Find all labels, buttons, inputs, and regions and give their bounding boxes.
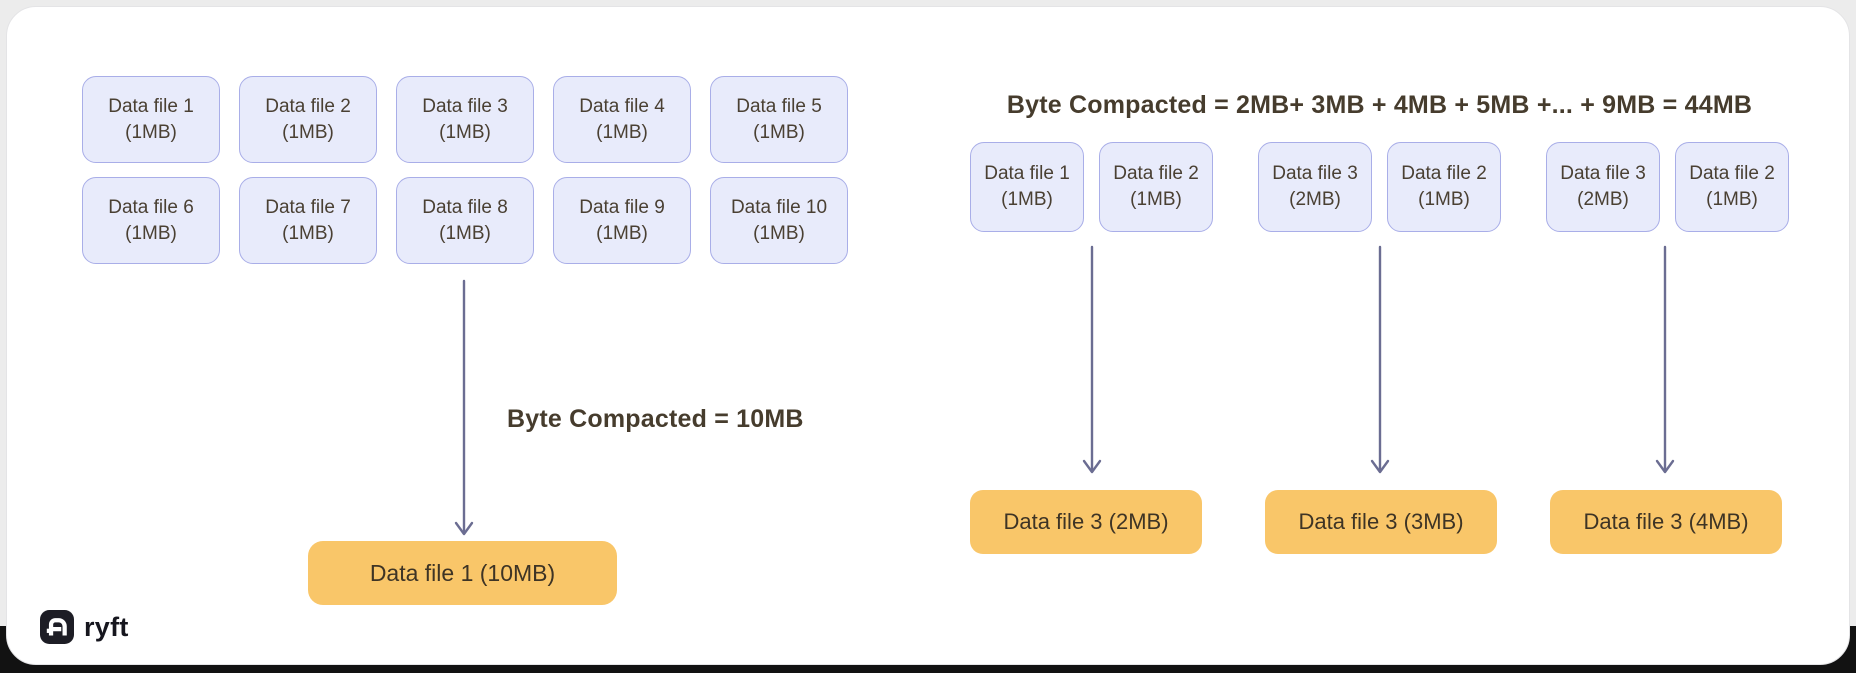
diagram-card: Data file 1 (1MB) Data file 2 (1MB) Data… — [6, 6, 1850, 665]
down-arrow-icon — [454, 279, 474, 536]
file-name: Data file 3 — [1272, 163, 1358, 184]
file-name: Data file 2 — [1113, 163, 1199, 184]
pair-3: Data file 3 (2MB) Data file 2 (1MB) — [1546, 142, 1789, 232]
down-arrow-icon — [1655, 245, 1675, 474]
file-name: Data file 2 — [265, 95, 351, 117]
right-pairs-row: Data file 1 (1MB) Data file 2 (1MB) Data… — [970, 142, 1789, 232]
file-size: (1MB) — [125, 121, 177, 143]
file-box-4: Data file 4 (1MB) — [553, 76, 691, 163]
pair-1: Data file 1 (1MB) Data file 2 (1MB) — [970, 142, 1213, 232]
file-size: (1MB) — [1130, 189, 1182, 210]
file-name: Data file 9 — [579, 196, 665, 218]
pair-2-box-2: Data file 2 (1MB) — [1387, 142, 1501, 232]
file-name: Data file 4 — [579, 95, 665, 117]
file-size: (1MB) — [596, 222, 648, 244]
file-size: (1MB) — [596, 121, 648, 143]
left-compaction-label: Byte Compacted = 10MB — [507, 405, 804, 433]
file-name: Data file 10 — [730, 196, 828, 218]
file-size: (2MB) — [1289, 189, 1341, 210]
pair-2: Data file 3 (2MB) Data file 2 (1MB) — [1258, 142, 1501, 232]
pair-1-box-2: Data file 2 (1MB) — [1099, 142, 1213, 232]
file-name: Data file 8 — [422, 196, 508, 218]
file-size: (1MB) — [1418, 189, 1470, 210]
file-box-9: Data file 9 (1MB) — [553, 177, 691, 264]
file-size: (2MB) — [1577, 189, 1629, 210]
file-size: (1MB) — [1706, 189, 1758, 210]
left-result-box: Data file 1 (10MB) — [308, 541, 617, 605]
left-file-grid: Data file 1 (1MB) Data file 2 (1MB) Data… — [82, 76, 848, 264]
right-result-box-2: Data file 3 (3MB) — [1265, 490, 1497, 554]
file-name: Data file 1 — [108, 95, 194, 117]
right-result-box-1: Data file 3 (2MB) — [970, 490, 1202, 554]
file-name: Data file 2 — [1401, 163, 1487, 184]
file-size: (1MB) — [125, 222, 177, 244]
file-name: Data file 3 — [422, 95, 508, 117]
pair-3-box-1: Data file 3 (2MB) — [1546, 142, 1660, 232]
right-result-box-3: Data file 3 (4MB) — [1550, 490, 1782, 554]
file-name: Data file 5 — [736, 95, 822, 117]
file-box-5: Data file 5 (1MB) — [710, 76, 848, 163]
down-arrow-icon — [1082, 245, 1102, 474]
file-box-3: Data file 3 (1MB) — [396, 76, 534, 163]
file-box-10: Data file 10 (1MB) — [710, 177, 848, 264]
pair-3-box-2: Data file 2 (1MB) — [1675, 142, 1789, 232]
file-box-8: Data file 8 (1MB) — [396, 177, 534, 264]
file-size: (1MB) — [1001, 189, 1053, 210]
file-name: Data file 3 — [1560, 163, 1646, 184]
pair-1-box-1: Data file 1 (1MB) — [970, 142, 1084, 232]
brand-name: ryft — [84, 611, 129, 642]
file-size: (1MB) — [753, 222, 805, 244]
down-arrow-icon — [1370, 245, 1390, 474]
brand-logo: ryft — [40, 610, 129, 644]
file-name: Data file 6 — [108, 196, 194, 218]
file-size: (1MB) — [439, 222, 491, 244]
file-box-6: Data file 6 (1MB) — [82, 177, 220, 264]
file-size: (1MB) — [282, 222, 334, 244]
file-size: (1MB) — [753, 121, 805, 143]
file-name: Data file 2 — [1689, 163, 1775, 184]
file-name: Data file 7 — [265, 196, 351, 218]
file-box-2: Data file 2 (1MB) — [239, 76, 377, 163]
ryft-logo-icon — [40, 610, 74, 644]
file-name: Data file 1 — [984, 163, 1070, 184]
right-compaction-title: Byte Compacted = 2MB+ 3MB + 4MB + 5MB +.… — [1006, 91, 1753, 119]
file-size: (1MB) — [439, 121, 491, 143]
pair-2-box-1: Data file 3 (2MB) — [1258, 142, 1372, 232]
file-box-1: Data file 1 (1MB) — [82, 76, 220, 163]
file-box-7: Data file 7 (1MB) — [239, 177, 377, 264]
file-size: (1MB) — [282, 121, 334, 143]
